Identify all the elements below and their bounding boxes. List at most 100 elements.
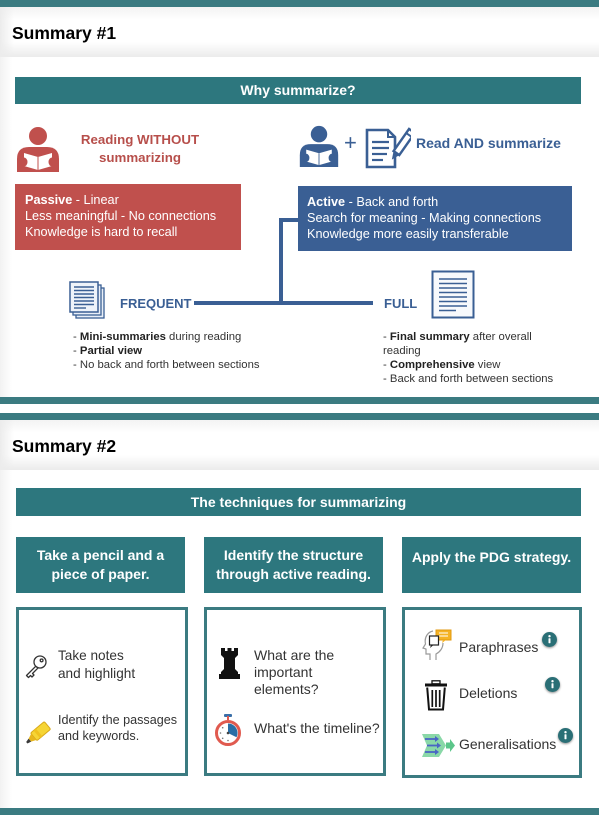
section-top-bar: [0, 413, 599, 420]
item-line: Deletions: [459, 685, 518, 701]
column-header-pencil-paper: Take a pencil and a piece of paper.: [16, 537, 185, 593]
item-identify-passages: Identify the passages and keywords.: [58, 712, 177, 744]
bullet-text: Back and forth between sections: [389, 373, 554, 385]
bullet: - Mini-summaries during reading: [73, 330, 293, 344]
heading-line: summarizing: [98, 150, 181, 165]
bullet-bold: Mini-summaries: [79, 331, 166, 343]
document-pencil-icon: [365, 126, 411, 169]
item-line: and highlight: [58, 666, 136, 681]
bullet-bold: Partial view: [79, 345, 143, 357]
why-summarize-banner: Why summarize?: [15, 77, 581, 104]
item-line: What's the timeline?: [254, 720, 380, 736]
bullet: - Back and forth between sections: [383, 372, 553, 386]
key-icon: [24, 654, 48, 680]
without-summarizing-heading: Reading WITHOUT summarizing: [70, 131, 210, 167]
bullet-text: No back and forth between sections: [79, 359, 260, 371]
connector-line: [279, 218, 283, 304]
item-important-elements: What are the important elements?: [254, 647, 334, 698]
person-reading-icon: [15, 126, 61, 172]
trash-icon: [424, 680, 448, 711]
bullet: - Comprehensive view: [383, 358, 543, 372]
item-line: and keywords.: [58, 729, 140, 743]
item-line: What are the: [254, 647, 335, 663]
person-reading-icon: [297, 125, 341, 167]
highlighter-icon: [20, 719, 52, 751]
bullet-text: during reading: [165, 331, 242, 343]
header-line: Identify the structure: [223, 547, 364, 563]
item-deletions: Deletions: [459, 685, 517, 702]
section-title: Summary #2: [12, 436, 117, 456]
section-header-summary-2[interactable]: Summary #2: [0, 420, 599, 470]
item-line: Paraphrases: [459, 639, 539, 655]
bullet-bold: Final summary: [389, 331, 470, 343]
bullet-dash: -: [73, 345, 80, 357]
connector-line: [279, 218, 298, 222]
plus-sign: +: [344, 130, 357, 155]
header-line: through active reading.: [216, 566, 371, 582]
column-box-pencil-paper: [16, 607, 188, 776]
box-line: Active - Back and forth: [307, 194, 572, 210]
merge-arrows-icon: [422, 732, 456, 759]
box-line-bold: Active: [307, 195, 346, 209]
item-take-notes: Take notes and highlight: [58, 647, 135, 683]
heading-line: Reading WITHOUT: [80, 132, 200, 147]
bullet-text: after overall reading: [383, 331, 532, 357]
box-line-text: - Linear: [72, 193, 119, 207]
box-line: Passive - Linear: [25, 192, 241, 208]
bullet-dash: -: [383, 359, 390, 371]
item-line: Generalisations: [459, 736, 557, 752]
stacked-pages-icon: [69, 281, 106, 320]
box-line-text: Less meaningful - No connections: [25, 209, 217, 223]
box-line: Knowledge is hard to recall: [25, 224, 241, 240]
active-reading-box: Active - Back and forth Search for meani…: [298, 186, 572, 251]
bullet-dash: -: [383, 373, 390, 385]
column-header-structure: Identify the structure through active re…: [204, 537, 383, 593]
chess-rook-icon: [218, 647, 241, 680]
box-line: Search for meaning - Making connections: [307, 210, 572, 226]
box-line: Less meaningful - No connections: [25, 208, 241, 224]
box-line-text: - Back and forth: [345, 195, 439, 209]
box-line: Knowledge more easily transferable: [307, 226, 572, 242]
box-line-bold: Passive: [25, 193, 73, 207]
bullet-text: view: [474, 359, 501, 371]
bullet-bold: Comprehensive: [389, 359, 475, 371]
section-title: Summary #1: [12, 23, 117, 43]
info-icon[interactable]: [542, 632, 557, 647]
bullet: - Partial view: [73, 344, 293, 358]
header-line: piece of paper.: [51, 566, 150, 582]
section-header-summary-1[interactable]: Summary #1: [0, 7, 599, 57]
connector-line: [194, 301, 373, 305]
item-line: important: [254, 664, 313, 680]
item-line: Identify the passages: [58, 713, 178, 727]
full-bullets: - Final summary after overall reading - …: [383, 330, 553, 386]
section-bottom-bar: [0, 397, 599, 404]
read-and-summarize-heading: Read AND summarize: [416, 135, 561, 151]
bullet: - No back and forth between sections: [73, 358, 293, 372]
bullet-dash: -: [73, 359, 80, 371]
section-top-bar: [0, 0, 599, 7]
bullet-dash: -: [73, 331, 80, 343]
header-line: Apply the PDG strategy.: [411, 549, 572, 565]
item-timeline: What's the timeline?: [254, 720, 380, 737]
box-line-text: Knowledge more easily transferable: [307, 227, 509, 241]
section-bottom-bar: [0, 808, 599, 815]
full-label: FULL: [384, 296, 418, 311]
bullet: - Final summary after overall reading: [383, 330, 543, 358]
document-icon: [431, 270, 475, 319]
item-generalisations: Generalisations: [459, 736, 556, 753]
item-paraphrases: Paraphrases: [459, 639, 538, 656]
info-icon[interactable]: [558, 728, 573, 743]
paraphrase-head-icon: [419, 628, 453, 661]
item-line: elements?: [254, 681, 319, 697]
stopwatch-icon: [213, 714, 243, 747]
frequent-label: FREQUENT: [120, 296, 192, 311]
box-line-text: Search for meaning - Making connections: [307, 211, 542, 225]
techniques-banner: The techniques for summarizing: [16, 488, 581, 516]
info-icon[interactable]: [545, 677, 560, 692]
column-box-structure: [204, 607, 386, 776]
column-header-pdg-strategy: Apply the PDG strategy.: [402, 537, 581, 593]
frequent-bullets: - Mini-summaries during reading - Partia…: [73, 330, 293, 372]
item-line: Take notes: [58, 648, 124, 663]
box-line-text: Knowledge is hard to recall: [25, 225, 178, 239]
